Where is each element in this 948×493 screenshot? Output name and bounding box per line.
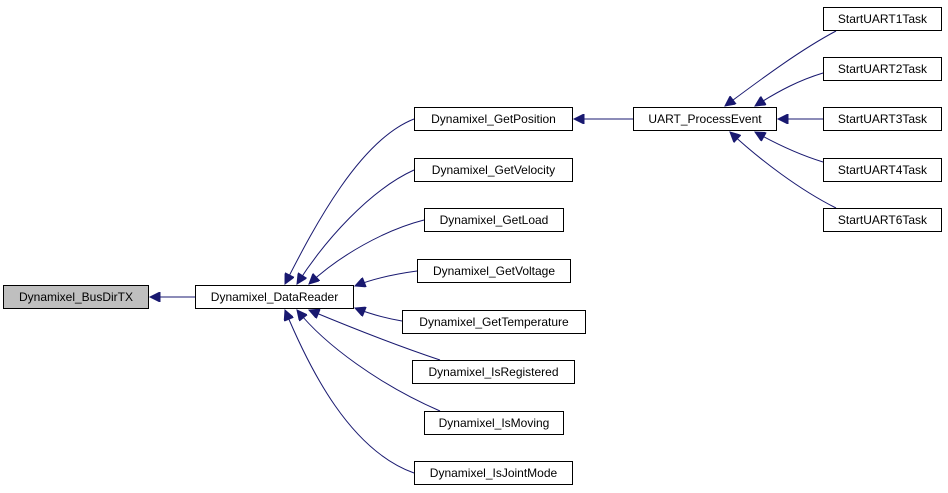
node-startuart4task[interactable]: StartUART4Task <box>823 158 942 182</box>
edge-startuart6-to-uart_processevent <box>730 132 837 209</box>
node-label: StartUART1Task <box>837 12 928 26</box>
node-label: StartUART3Task <box>837 112 928 126</box>
edge-getvoltage-to-datareader <box>355 270 418 286</box>
node-dynamixel-getvelocity[interactable]: Dynamixel_GetVelocity <box>414 158 573 182</box>
node-dynamixel-gettemperature[interactable]: Dynamixel_GetTemperature <box>402 310 586 334</box>
node-label: StartUART6Task <box>837 213 928 227</box>
edge-isregistered-to-datareader <box>309 310 441 361</box>
node-dynamixel-datareader[interactable]: Dynamixel_DataReader <box>195 285 354 309</box>
node-label: Dynamixel_GetVelocity <box>431 163 556 177</box>
edge-startuart1-to-uart_processevent <box>725 30 837 106</box>
node-label: UART_ProcessEvent <box>648 112 762 126</box>
edge-gettemperature-to-datareader <box>355 308 403 322</box>
node-label: Dynamixel_GetLoad <box>439 213 549 227</box>
node-dynamixel-isjointmode[interactable]: Dynamixel_IsJointMode <box>414 461 573 485</box>
edge-startuart2-to-uart_processevent <box>755 72 824 106</box>
node-startuart1task[interactable]: StartUART1Task <box>823 7 942 31</box>
node-label: Dynamixel_GetPosition <box>431 112 556 126</box>
node-label: Dynamixel_GetVoltage <box>432 264 556 278</box>
node-dynamixel-ismoving[interactable]: Dynamixel_IsMoving <box>424 411 564 435</box>
node-dynamixel-getload[interactable]: Dynamixel_GetLoad <box>424 208 564 232</box>
node-label: StartUART2Task <box>837 62 928 76</box>
node-label: Dynamixel_GetTemperature <box>419 315 569 329</box>
node-dynamixel-isregistered[interactable]: Dynamixel_IsRegistered <box>412 360 575 384</box>
node-label: Dynamixel_IsJointMode <box>429 466 558 480</box>
node-label: Dynamixel_DataReader <box>210 290 339 304</box>
node-uart-processevent[interactable]: UART_ProcessEvent <box>633 107 777 131</box>
edge-startuart4-to-uart_processevent <box>755 132 824 163</box>
node-label: Dynamixel_IsRegistered <box>428 365 559 379</box>
edge-getvelocity-to-datareader <box>297 169 415 284</box>
node-dynamixel-getposition[interactable]: Dynamixel_GetPosition <box>414 107 573 131</box>
node-dynamixel-getvoltage[interactable]: Dynamixel_GetVoltage <box>417 259 571 283</box>
node-startuart2task[interactable]: StartUART2Task <box>823 57 942 81</box>
edge-ismoving-to-datareader <box>297 310 441 412</box>
node-label: Dynamixel_IsMoving <box>438 416 550 430</box>
edge-isjointmode-to-datareader <box>285 310 415 474</box>
node-dynamixel-busdirtx[interactable]: Dynamixel_BusDirTX <box>3 285 149 309</box>
node-startuart6task[interactable]: StartUART6Task <box>823 208 942 232</box>
edge-getload-to-datareader <box>309 219 425 284</box>
node-label: StartUART4Task <box>837 163 928 177</box>
edge-getposition-to-datareader <box>285 118 415 284</box>
node-startuart3task[interactable]: StartUART3Task <box>823 107 942 131</box>
node-label: Dynamixel_BusDirTX <box>18 290 134 304</box>
